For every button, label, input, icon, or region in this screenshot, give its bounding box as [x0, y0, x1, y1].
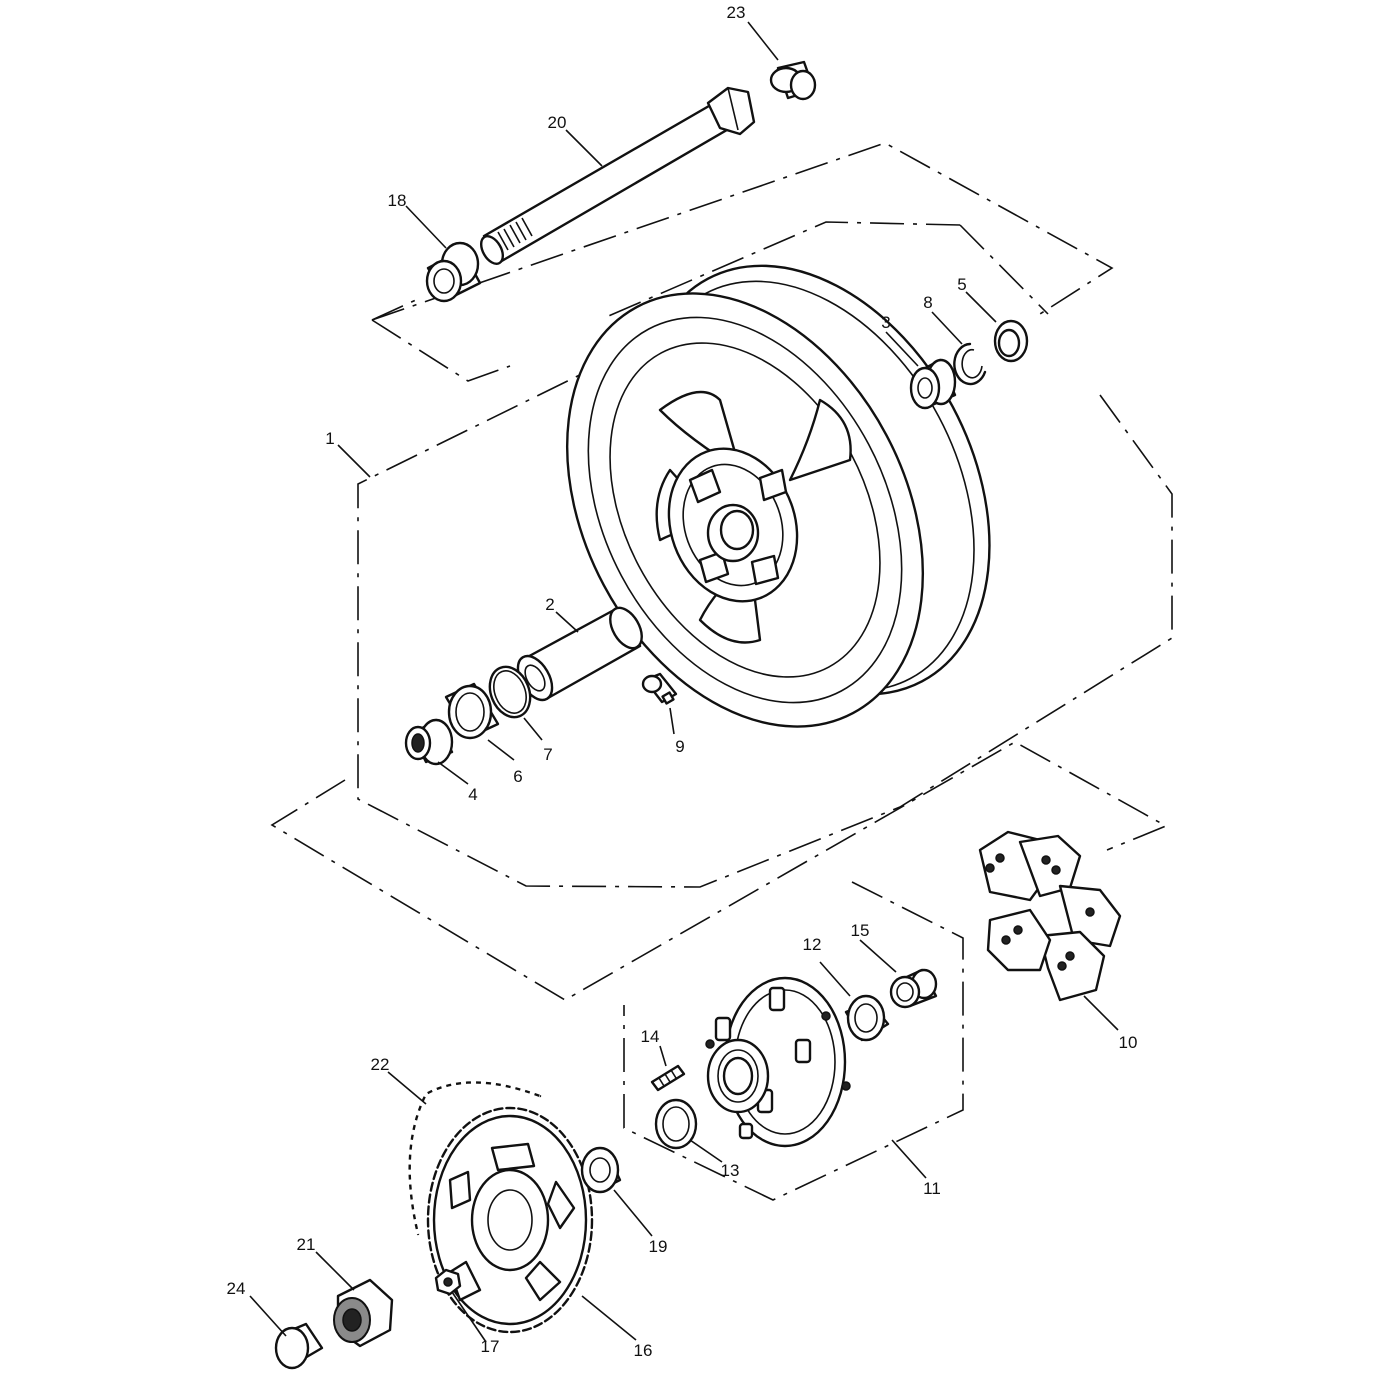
part-10-cush-drive-rubbers: [978, 830, 1122, 1002]
part-20-axle: [479, 86, 756, 265]
part-2-spacer-tube: [516, 606, 643, 702]
part-17-nut: [434, 1268, 462, 1296]
part-16-rear-sprocket: [426, 1106, 594, 1334]
part-23-spacer: [769, 60, 817, 101]
part-15-distance-collar: [889, 968, 938, 1009]
callout-9: 9: [675, 737, 684, 756]
callout-19: 19: [649, 1237, 668, 1256]
callout-13: 13: [721, 1161, 740, 1180]
callout-17: 17: [481, 1337, 500, 1356]
callout-1: 1: [325, 429, 334, 448]
callout-6: 6: [513, 767, 522, 786]
part-1-rear-wheel: [565, 264, 991, 728]
part-9-valve: [641, 672, 678, 705]
callout-23: 23: [727, 3, 746, 22]
callout-11: 11: [923, 1179, 941, 1198]
group-outline-wheel-assembly: [270, 142, 1173, 1001]
callout-2: 2: [545, 595, 554, 614]
part-21-axle-nut: [333, 1278, 394, 1348]
callout-16: 16: [634, 1341, 653, 1360]
part-19-spacer: [580, 1146, 622, 1194]
leader-lines: [249, 21, 1119, 1343]
callout-21: 21: [297, 1235, 316, 1254]
part-24-cap: [274, 1322, 324, 1370]
callout-4: 4: [468, 785, 477, 804]
part-3-bearing: [909, 358, 957, 410]
part-6-collar: [444, 682, 500, 740]
group-outline-hub-assembly: [623, 881, 964, 1201]
callout-24: 24: [227, 1279, 246, 1298]
part-12-bearing: [844, 994, 890, 1042]
part-18-collar: [425, 241, 482, 303]
callout-14: 14: [641, 1027, 660, 1046]
callout-3: 3: [881, 313, 890, 332]
callout-18: 18: [388, 191, 407, 210]
callout-20: 20: [548, 113, 567, 132]
part-11-sprocket-carrier: [705, 976, 851, 1148]
part-4-bearing: [404, 718, 454, 766]
callout-15: 15: [851, 921, 870, 940]
callout-22: 22: [371, 1055, 390, 1074]
callout-labels: 23 20 18 3 8 5 1 2 9 7 6 4 12 15 10 14 2…: [227, 3, 1138, 1360]
callout-10: 10: [1119, 1033, 1138, 1052]
part-13-seal: [654, 1098, 698, 1150]
part-7-o-ring: [488, 665, 532, 719]
part-5-seal: [993, 319, 1029, 363]
part-14-stud: [650, 1064, 686, 1092]
callout-12: 12: [803, 935, 822, 954]
callout-7: 7: [543, 745, 552, 764]
callout-5: 5: [957, 275, 966, 294]
callout-8: 8: [923, 293, 932, 312]
part-8-circlip: [953, 342, 987, 386]
